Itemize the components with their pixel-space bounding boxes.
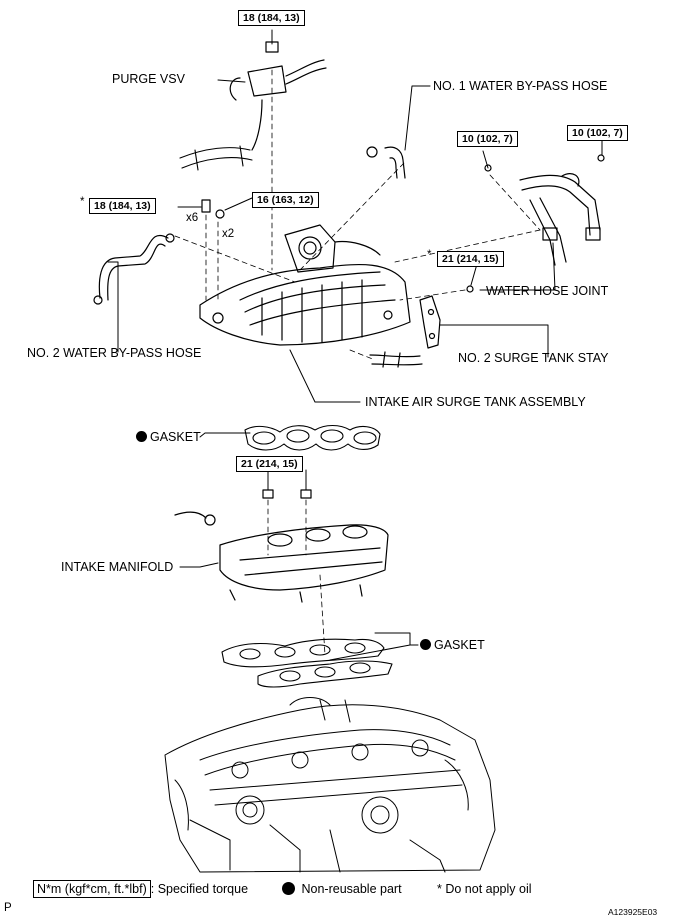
gasket-lower-text: GASKET (434, 638, 485, 652)
torque-water-joint-left: 10 (102, 7) (457, 131, 518, 147)
legend-torque: N*m (kgf*cm, ft.*lbf): Specified torque (33, 880, 249, 898)
water-hose-joint-drawing (484, 154, 605, 266)
leader-lines (107, 29, 603, 661)
vacuum-hose (179, 145, 253, 171)
legend-nonreusable-text: Non-reusable part (301, 882, 402, 896)
label-gasket-lower: GASKET (420, 638, 485, 652)
nonreusable-dot-icon (136, 431, 147, 442)
label-intake-manifold: INTAKE MANIFOLD (61, 560, 174, 574)
no1-bypass-hose (366, 146, 406, 179)
quantity-nuts: x2 (222, 228, 235, 240)
label-intake-air-surge-tank: INTAKE AIR SURGE TANK ASSEMBLY (365, 395, 586, 409)
surge-tank-drawing (199, 224, 423, 368)
legend-no-oil: * Do not apply oil (437, 882, 532, 896)
quantity-bolts: x6 (186, 212, 199, 224)
corner-letter: P (4, 902, 12, 914)
label-purge-vsv: PURGE VSV (112, 72, 185, 86)
legend-torque-desc: : Specified torque (150, 882, 249, 896)
torque-stay-bolt: 21 (214, 15) (437, 251, 504, 267)
torque-surge-nut: 16 (163, 12) (252, 192, 319, 208)
legend-torque-units: N*m (kgf*cm, ft.*lbf) (33, 880, 151, 898)
upper-gasket-drawing (244, 424, 381, 451)
nonreusable-dot-icon (420, 639, 431, 650)
lower-gasket-drawing (221, 638, 393, 688)
figure-id: A123925E03 (608, 907, 658, 917)
label-water-hose-joint: WATER HOSE JOINT (486, 284, 609, 298)
manifold-nuts (262, 489, 312, 499)
intake-manifold-drawing (174, 511, 389, 603)
purge-vsv-drawing (229, 41, 327, 151)
torque-surge-bolt: 18 (184, 13) (89, 198, 156, 214)
no-oil-asterisk-surge: * (80, 196, 85, 208)
label-gasket-upper: GASKET (136, 430, 201, 444)
no-oil-asterisk-stay: * (427, 249, 432, 261)
alignment-lines (174, 69, 541, 656)
label-no1-water-bypass-hose: NO. 1 WATER BY-PASS HOSE (433, 79, 608, 93)
label-no2-water-bypass-hose: NO. 2 WATER BY-PASS HOSE (27, 346, 202, 360)
torque-water-joint-right: 10 (102, 7) (567, 125, 628, 141)
torque-purge-bolt: 18 (184, 13) (238, 10, 305, 26)
gasket-upper-text: GASKET (150, 430, 201, 444)
nonreusable-dot-icon (282, 882, 295, 895)
fasteners-surge (201, 199, 225, 219)
engine-drawing (164, 697, 496, 873)
surge-tank-stay-drawing (419, 285, 474, 349)
legend-nonreusable: Non-reusable part (282, 882, 402, 896)
label-no2-surge-tank-stay: NO. 2 SURGE TANK STAY (458, 351, 609, 365)
torque-manifold-nut: 21 (214, 15) (236, 456, 303, 472)
no2-bypass-hose (93, 233, 175, 305)
